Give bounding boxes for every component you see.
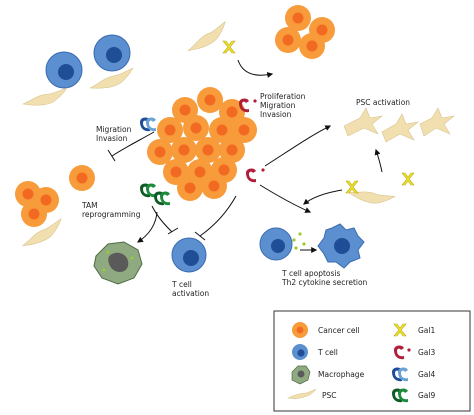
gal4-icon bbox=[140, 117, 156, 132]
legend-t-cell-icon bbox=[292, 344, 308, 360]
legend-macrophage: Macrophage bbox=[318, 370, 365, 379]
legend-t-cell: T cell bbox=[317, 348, 338, 357]
label-reprogramming: reprogramming bbox=[82, 210, 141, 219]
legend-gal3: Gal3 bbox=[418, 348, 435, 357]
label-activation: activation bbox=[172, 289, 209, 298]
activated-psc-group bbox=[343, 107, 456, 143]
legend-cancer-cell: Cancer cell bbox=[318, 326, 360, 335]
label-th2-cytokine: Th2 cytokine secretion bbox=[281, 278, 368, 287]
label-tcell-apoptosis: T cell apoptosis bbox=[281, 269, 340, 278]
gal3-ligand-dots bbox=[253, 99, 265, 172]
gal9-icon-left bbox=[140, 183, 156, 198]
label-proliferation: Proliferation bbox=[260, 92, 306, 101]
legend-psc: PSC bbox=[322, 391, 337, 400]
tcell-top-left-2 bbox=[93, 34, 131, 72]
legend-gal4: Gal4 bbox=[418, 370, 435, 379]
tcell-apoptotic bbox=[317, 223, 365, 269]
label-invasion-left: Invasion bbox=[96, 134, 128, 143]
tcell-before-apoptosis bbox=[259, 227, 293, 261]
label-tcell: T cell bbox=[171, 280, 192, 289]
gal1-icon-right bbox=[401, 172, 415, 186]
proliferating-cancer-cells bbox=[275, 5, 335, 59]
tcell-top-left-1 bbox=[45, 51, 83, 89]
diagram-arrows bbox=[107, 59, 383, 253]
psc-top bbox=[183, 21, 231, 53]
macrophage-cell bbox=[93, 241, 143, 285]
legend-gal9: Gal9 bbox=[418, 391, 435, 400]
gal1-icon-mid bbox=[345, 180, 359, 194]
legend: Cancer cell T cell Macrophage PSC Gal1 G… bbox=[273, 310, 471, 412]
legend-psc-icon bbox=[287, 388, 317, 399]
label-migration-left: Migration bbox=[96, 125, 132, 134]
label-invasion-right: Invasion bbox=[260, 110, 292, 119]
gal1-icon-top bbox=[222, 40, 236, 54]
psc-left-lower bbox=[22, 87, 68, 106]
tcell-activation-cell bbox=[171, 237, 207, 273]
label-psc-activation: PSC activation bbox=[356, 98, 410, 107]
legend-gal1: Gal1 bbox=[418, 326, 435, 335]
label-migration-right: Migration bbox=[260, 101, 296, 110]
gal3-icon-mid bbox=[246, 168, 256, 183]
legend-macrophage-icon bbox=[291, 365, 311, 385]
label-tam: TAM bbox=[81, 201, 98, 210]
secreted-dots bbox=[292, 232, 306, 250]
gal9-icon-right bbox=[154, 191, 170, 206]
